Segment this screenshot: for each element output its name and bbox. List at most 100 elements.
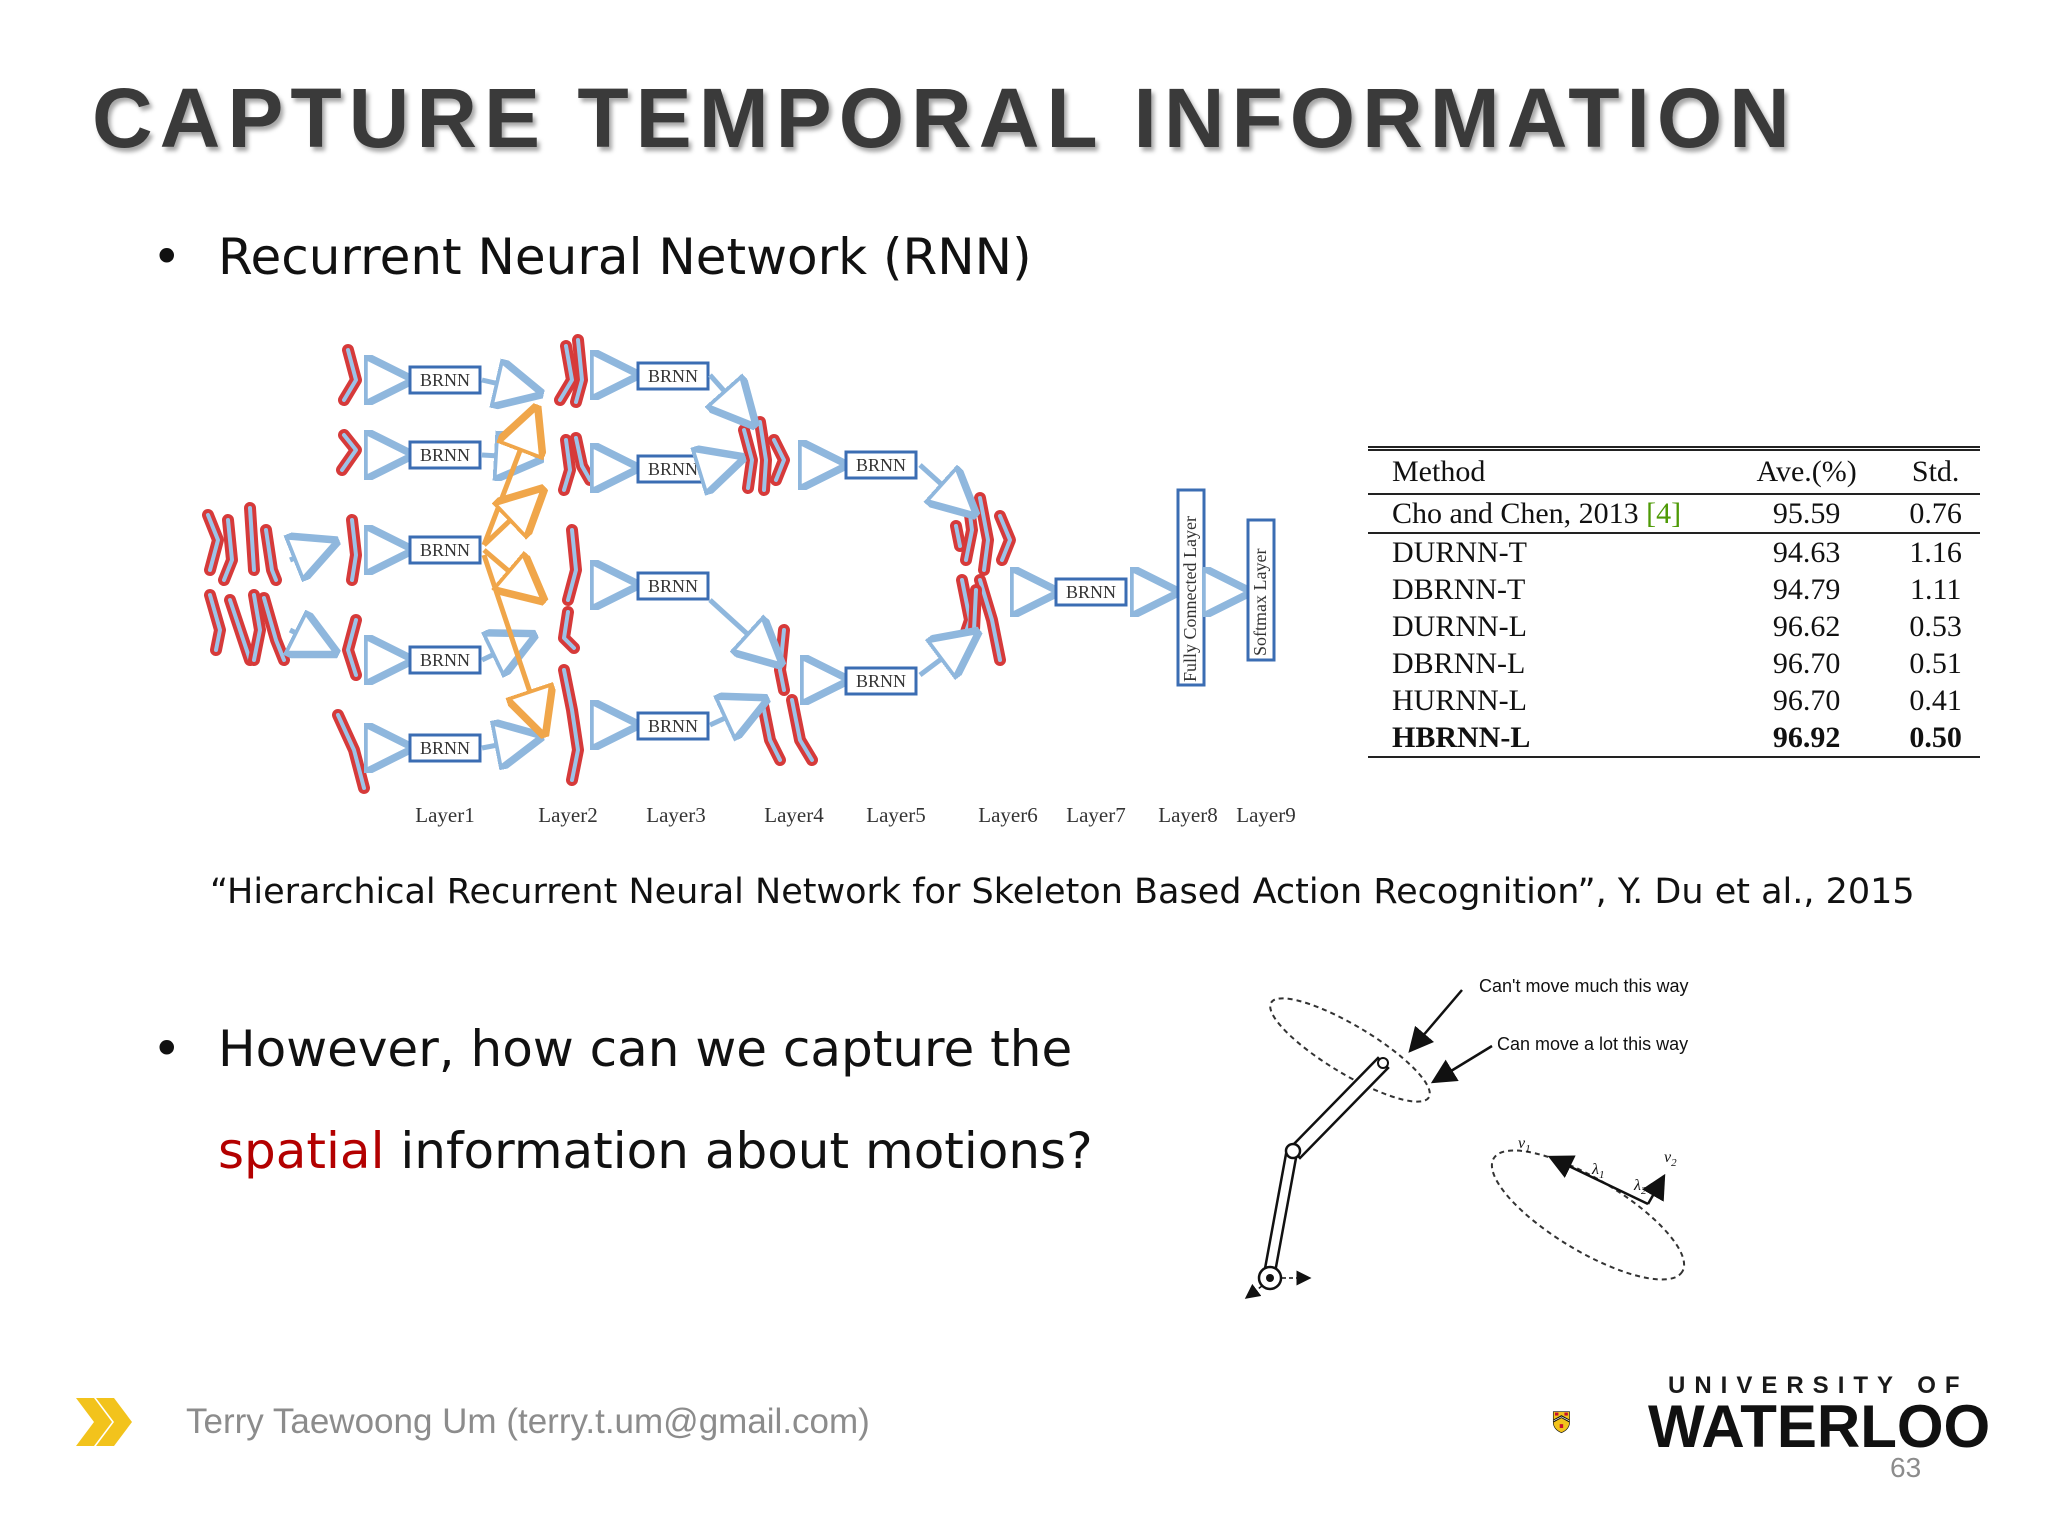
layer-label: Layer7	[1066, 803, 1125, 827]
brnn-node-label: BRNN	[420, 370, 470, 390]
cell-ave: 96.70	[1772, 683, 1841, 717]
page-number: 63	[1890, 1452, 1922, 1483]
brnn-node-label: BRNN	[856, 671, 906, 691]
cell-method: Cho and Chen, 2013 [4]	[1368, 494, 1722, 534]
bullet-spatial-line2: spatial information about motions?	[218, 1122, 1093, 1180]
brnn-node	[408, 365, 482, 395]
table-row-best: HBRNN-L 96.92 0.50	[1368, 719, 1980, 758]
v1-label: v1	[1518, 1135, 1531, 1155]
brnn-node	[636, 571, 710, 601]
layer-label: Layer8	[1158, 803, 1217, 827]
eigen-ellipse	[1490, 1149, 1686, 1281]
cell-ave: 96.70	[1772, 646, 1841, 680]
flow-arrow	[481, 380, 534, 392]
skeleton-bone	[222, 518, 234, 582]
brnn-node	[636, 711, 710, 741]
flow-arrow	[708, 598, 776, 660]
flow-arrow	[710, 373, 750, 420]
layer-label: Layer2	[538, 803, 597, 827]
header-ave: Ave.(%)	[1722, 446, 1892, 495]
cell-ave: 95.59	[1722, 494, 1892, 534]
elbow-joint	[1284, 1142, 1302, 1160]
bullet-rnn-text: Recurrent Neural Network (RNN)	[218, 228, 1032, 286]
skeleton-bone	[206, 513, 220, 572]
cell-method: DBRNN-L	[1392, 646, 1526, 680]
brnn-node	[844, 666, 918, 696]
annotation-arrow	[1408, 989, 1463, 1053]
skeleton-bone	[574, 338, 584, 404]
skeleton-bone	[790, 698, 814, 762]
cell-std: 0.51	[1909, 646, 1962, 680]
flow-arrow	[481, 738, 534, 748]
flow-arrow	[482, 548, 538, 596]
skeleton-bone	[264, 528, 278, 582]
flow-arrow	[918, 636, 972, 675]
layer-label: Layer4	[764, 803, 824, 827]
university-shield-logo	[1552, 1411, 1570, 1434]
flow-arrow	[481, 554, 542, 728]
spatial-highlight: spatial	[218, 1122, 385, 1180]
brnn-node-label: BRNN	[420, 445, 470, 465]
skeleton-bone	[336, 713, 366, 790]
bullet-spatial: • However, how can we capture the	[152, 1020, 1072, 1078]
cell-std: 1.11	[1909, 572, 1962, 606]
brnn-node-label: BRNN	[420, 738, 470, 758]
skeleton-bone	[350, 518, 358, 582]
university-label: UNIVERSITY OF	[1668, 1372, 1969, 1399]
brnn-node-label: BRNN	[648, 576, 698, 596]
annotation-can-move: Can move a lot this way	[1497, 1034, 1688, 1054]
end-effector-joint	[1377, 1057, 1389, 1069]
layer-label: Layer3	[646, 803, 705, 827]
skeleton-bone	[978, 578, 1002, 662]
brnn-node	[408, 535, 482, 565]
skeleton-bone	[562, 610, 576, 650]
cell-method: HURNN-L	[1392, 683, 1527, 717]
footer-author: Terry Taewoong Um (terry.t.um@gmail.com)	[186, 1402, 870, 1441]
manipulability-ellipse	[1269, 997, 1431, 1103]
brnn-node-label: BRNN	[420, 540, 470, 560]
brnn-node-label: BRNN	[420, 650, 470, 670]
table-row: HURNN-L 96.70 0.41	[1368, 682, 1980, 719]
header-std: Std.	[1891, 446, 1980, 495]
flow-arrow	[481, 414, 534, 546]
annotation-cant-move: Can't move much this way	[1479, 976, 1689, 996]
brnn-node	[636, 361, 710, 391]
skeleton-bone	[562, 438, 572, 492]
cell-ave: 94.79	[1772, 572, 1841, 606]
skeleton-bone	[248, 506, 256, 572]
skeleton-bone	[342, 348, 358, 402]
citation-ref: [4]	[1646, 496, 1682, 530]
brnn-node	[408, 733, 482, 763]
brnn-node-label: BRNN	[648, 459, 698, 479]
layer-label: Layer5	[866, 803, 925, 827]
skeleton-bone	[954, 524, 962, 548]
brnn-node	[408, 645, 482, 675]
arm-link-lower	[1262, 1152, 1298, 1280]
skeleton-bone	[972, 588, 978, 632]
eigenvector-v2	[1641, 1173, 1666, 1205]
cell-std: 0.41	[1909, 683, 1962, 717]
method-name: Cho and Chen, 2013	[1392, 496, 1647, 530]
cell-method: DBRNN-T	[1392, 572, 1526, 606]
brnn-node-label: BRNN	[648, 366, 698, 386]
cell-ave: 94.63	[1772, 535, 1841, 569]
flow-arrow	[482, 494, 538, 547]
cell-std: 0.53	[1909, 609, 1962, 643]
flow-arrow	[710, 460, 736, 468]
header-method: Method	[1368, 446, 1722, 495]
skeleton-bone	[998, 514, 1012, 562]
skeleton-bone	[228, 598, 252, 662]
hrnn-diagram: BRNN BRNN BRNN BRNN BRNN BRNN BRNN BRNN BRNN BRNN…	[202, 334, 1296, 827]
brnn-node-label: BRNN	[1066, 582, 1116, 602]
brnn-node-label: BRNN	[648, 716, 698, 736]
cell-std: 0.50	[1891, 719, 1980, 758]
cell-ave: 96.92	[1722, 719, 1892, 758]
skeleton-bone	[340, 433, 358, 472]
layer-label: Layer1	[415, 803, 474, 827]
bullet-rnn: • Recurrent Neural Network (RNN)	[152, 228, 1032, 286]
base-joint-center	[1266, 1274, 1274, 1282]
bullet-spatial-line2-rest: information about motions?	[384, 1122, 1093, 1180]
cell-method: DURNN-L	[1392, 609, 1527, 643]
flow-arrow	[290, 544, 330, 560]
